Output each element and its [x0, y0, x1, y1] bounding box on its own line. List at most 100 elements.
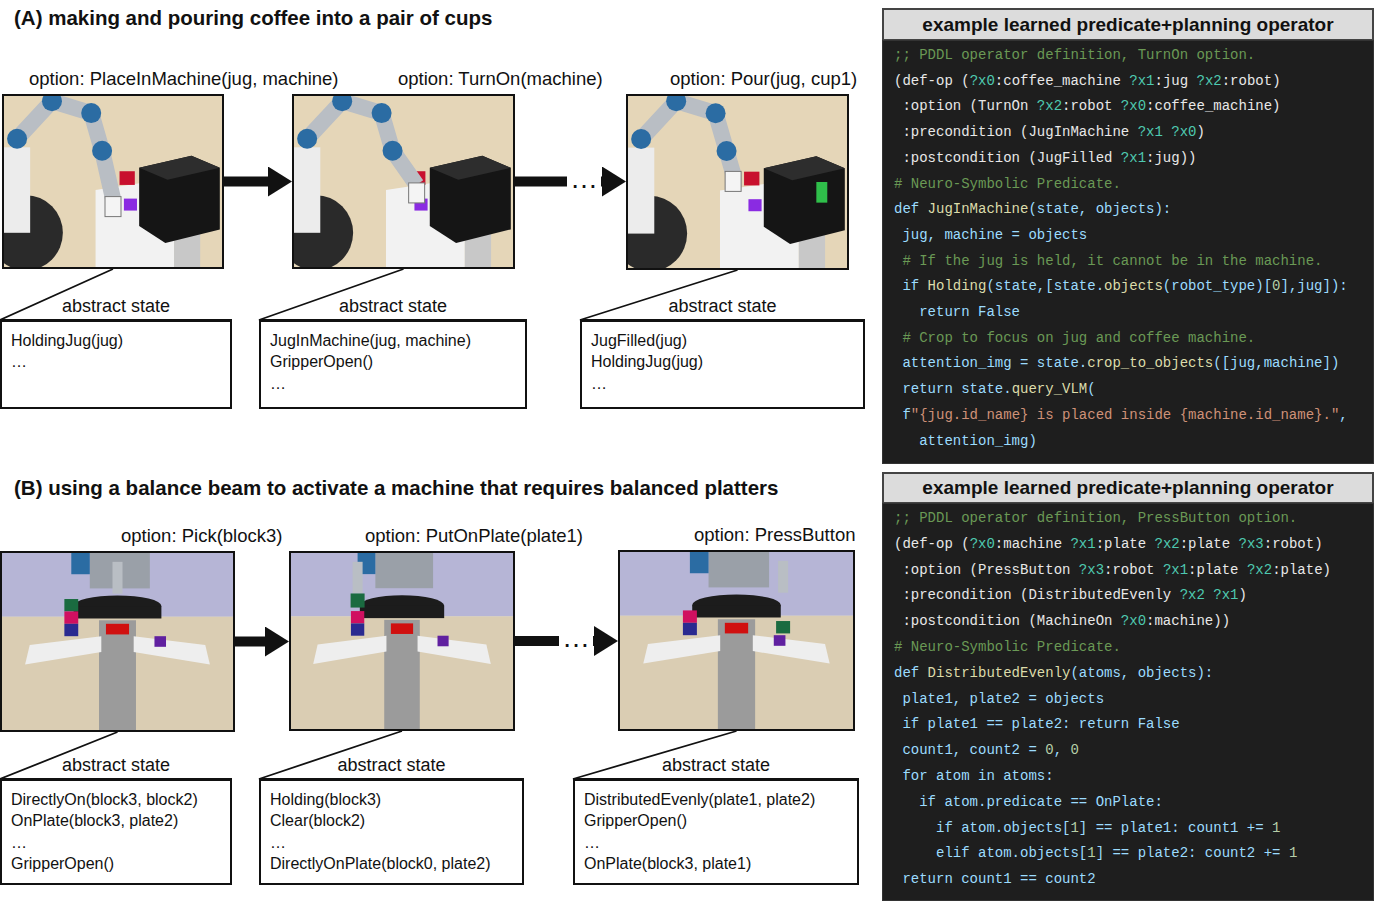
code-token: attention_img) — [894, 433, 1037, 449]
code-token: ?x3 — [1239, 536, 1264, 552]
code-token: ?x3 — [1079, 562, 1104, 578]
code-token: JugInMachine — [928, 201, 1029, 217]
code-token: 1 — [1272, 820, 1280, 836]
abstraction-wedge — [573, 731, 859, 779]
code-token: , — [1054, 742, 1071, 758]
arm-joint — [666, 96, 686, 111]
gripper — [778, 561, 788, 593]
code-token: if atom.predicate == OnPlate: — [894, 794, 1163, 810]
panel-title: example learned predicate+planning opera… — [922, 477, 1333, 499]
floor — [291, 616, 513, 729]
floor — [620, 616, 853, 729]
code-token: # Neuro-Symbolic Predicate. — [894, 639, 1121, 655]
code-token: 0 — [1070, 742, 1078, 758]
block — [774, 635, 786, 646]
option-label: option: Pour(jug, cup1) — [670, 68, 857, 90]
code-line: :precondition (JugInMachine ?x1 ?x0) — [894, 120, 1367, 146]
gripper — [113, 562, 123, 594]
machine-pillar — [99, 620, 136, 730]
plate — [418, 636, 491, 664]
code-token: ?x2 — [1037, 98, 1062, 114]
block — [64, 611, 78, 623]
state-heading: abstract state — [261, 755, 522, 776]
state-heading: abstract state — [582, 296, 863, 317]
predicate-atom: JugFilled(jug) — [591, 330, 854, 351]
code-token: ?x1 — [1163, 562, 1188, 578]
code-token: :jug — [1154, 73, 1196, 89]
predicate-atom: JugInMachine(jug, machine) — [270, 330, 516, 351]
cube — [124, 199, 137, 211]
state-heading: abstract state — [2, 296, 230, 317]
state-heading: abstract state — [575, 755, 857, 776]
machine-pillar — [718, 619, 755, 729]
arm-joint — [717, 141, 737, 161]
code-line: # Neuro-Symbolic Predicate. — [894, 635, 1367, 661]
code-line: count1, count2 = 0, 0 — [894, 738, 1367, 764]
predicate-atom: … — [584, 832, 848, 853]
scene-frame: option: TurnOn(machine) — [292, 94, 515, 269]
state-heading: abstract state — [261, 296, 525, 317]
code-token: :machine — [995, 536, 1071, 552]
code-line: def JugInMachine(state, objects): — [894, 197, 1367, 223]
machine-pillar — [384, 620, 420, 729]
code-line: # Neuro-Symbolic Predicate. — [894, 172, 1367, 198]
abstraction-wedge — [259, 731, 524, 779]
scene-frame: option: Pick(block3) — [0, 551, 235, 732]
code-token: (def-op ( — [894, 73, 970, 89]
cube — [120, 171, 135, 185]
balance-pivot — [360, 606, 444, 618]
robot-body — [294, 147, 320, 233]
abstract-state-box: abstract stateDirectlyOn(block3, block2)… — [0, 779, 232, 885]
code-token: :machine)) — [1146, 613, 1230, 629]
arm-joint — [81, 103, 101, 123]
code-token: :coffee_machine) — [1146, 98, 1280, 114]
predicate-atom: OnPlate(block3, plate1) — [584, 853, 848, 874]
machine-light — [816, 182, 827, 203]
option-label: option: PutOnPlate(plate1) — [365, 525, 583, 547]
code-line: f"{jug.id_name} is placed inside {machin… — [894, 403, 1367, 429]
code-token — [1205, 587, 1213, 603]
predicate-atom: DirectlyOnPlate(block0, plate2) — [270, 853, 513, 874]
code-token: "{jug.id_name} is placed inside {machine… — [911, 407, 1339, 423]
code-token: ;; PDDL operator definition, TurnOn opti… — [894, 47, 1255, 63]
block — [683, 623, 697, 635]
code-line: ;; PDDL operator definition, TurnOn opti… — [894, 43, 1367, 69]
plate — [643, 635, 720, 663]
arm-joint — [383, 141, 403, 161]
predicate-atom: … — [270, 832, 513, 853]
code-token: :robot) — [1222, 73, 1281, 89]
code-token: ?x0 — [970, 73, 995, 89]
predicate-atom: GripperOpen() — [11, 853, 221, 874]
predicate-atom: GripperOpen() — [584, 810, 848, 831]
cube — [744, 172, 759, 186]
code-token: if atom.objects[ — [894, 820, 1070, 836]
code-token: ?x1 — [1213, 587, 1238, 603]
block — [64, 599, 78, 611]
code-token: return False — [894, 304, 1020, 320]
robot-torso — [375, 553, 433, 588]
code-token: (atoms, objects): — [1070, 665, 1213, 681]
predicate-atom: DistributedEvenly(plate1, plate2) — [584, 789, 848, 810]
code-line: if plate1 == plate2: return False — [894, 712, 1367, 738]
transition-arrow — [235, 637, 265, 647]
plate — [134, 636, 210, 664]
abstraction-wedge — [259, 269, 527, 320]
code-token: 1 — [1087, 845, 1095, 861]
machine-button — [391, 623, 413, 634]
code-line: if Holding(state,[state.objects(robot_ty… — [894, 274, 1367, 300]
code-token: ;; PDDL operator definition, PressButton… — [894, 510, 1297, 526]
abstraction-wedge — [0, 732, 232, 779]
jug — [725, 171, 741, 191]
robot-scene — [4, 96, 222, 267]
scene-frame: option: Pour(jug, cup1) — [626, 94, 849, 270]
code-token: ?x0 — [1121, 98, 1146, 114]
code-token: 0 — [1272, 278, 1280, 294]
abstract-state-box: abstract stateJugInMachine(jug, machine)… — [259, 320, 527, 409]
code-token: :robot — [1104, 562, 1163, 578]
arm-joint — [7, 129, 27, 149]
balance-pivot — [692, 605, 781, 617]
arm-joint — [631, 129, 651, 149]
code-token: elif atom.objects[ — [894, 845, 1087, 861]
state-heading: abstract state — [2, 755, 230, 776]
